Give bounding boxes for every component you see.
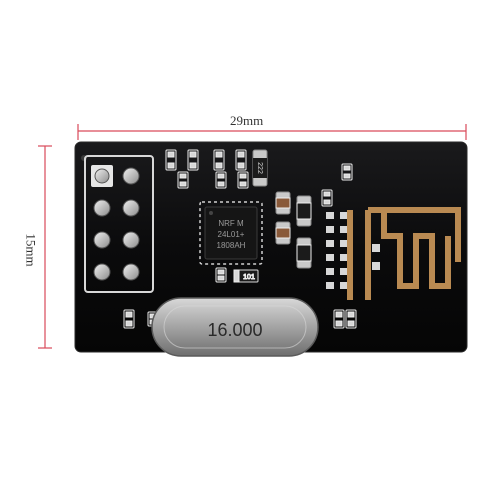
chip-marking-line1: NRF M: [218, 219, 244, 228]
smd-components-top: [165, 149, 247, 171]
chip-marking-line2: 24L01+: [218, 230, 245, 239]
smd-components-chip-bottom: 101: [215, 267, 259, 283]
pin-header-outline: [84, 155, 154, 293]
pin: [122, 263, 140, 281]
smd-passives-stack: [326, 212, 348, 289]
pin: [94, 168, 110, 184]
pin: [122, 231, 140, 249]
nrf24l01-chip: NRF M 24L01+ 1808AH: [199, 201, 263, 265]
pin: [122, 167, 140, 185]
pin: [93, 199, 111, 217]
pin: [122, 199, 140, 217]
width-dimension-line: [77, 124, 467, 140]
pin: [93, 263, 111, 281]
smd-components-bottom: [123, 309, 357, 329]
pin: [93, 231, 111, 249]
header-pins: [91, 165, 140, 281]
component-101-code: 101: [243, 274, 255, 281]
resistor-222: 222: [252, 149, 268, 187]
smd-components-right: [275, 163, 353, 269]
resistor-222-code: 222: [256, 162, 263, 174]
smd-components-mid: [177, 171, 249, 189]
crystal-oscillator: 16.000: [151, 297, 319, 357]
antenna-pads: [372, 244, 380, 270]
width-dimension-label: 29mm: [230, 113, 264, 128]
crystal-frequency-label: 16.000: [207, 320, 262, 340]
pcb-antenna-trace: [347, 207, 461, 300]
chip-marking-line3: 1808AH: [217, 241, 246, 250]
height-dimension-line: [38, 145, 52, 349]
